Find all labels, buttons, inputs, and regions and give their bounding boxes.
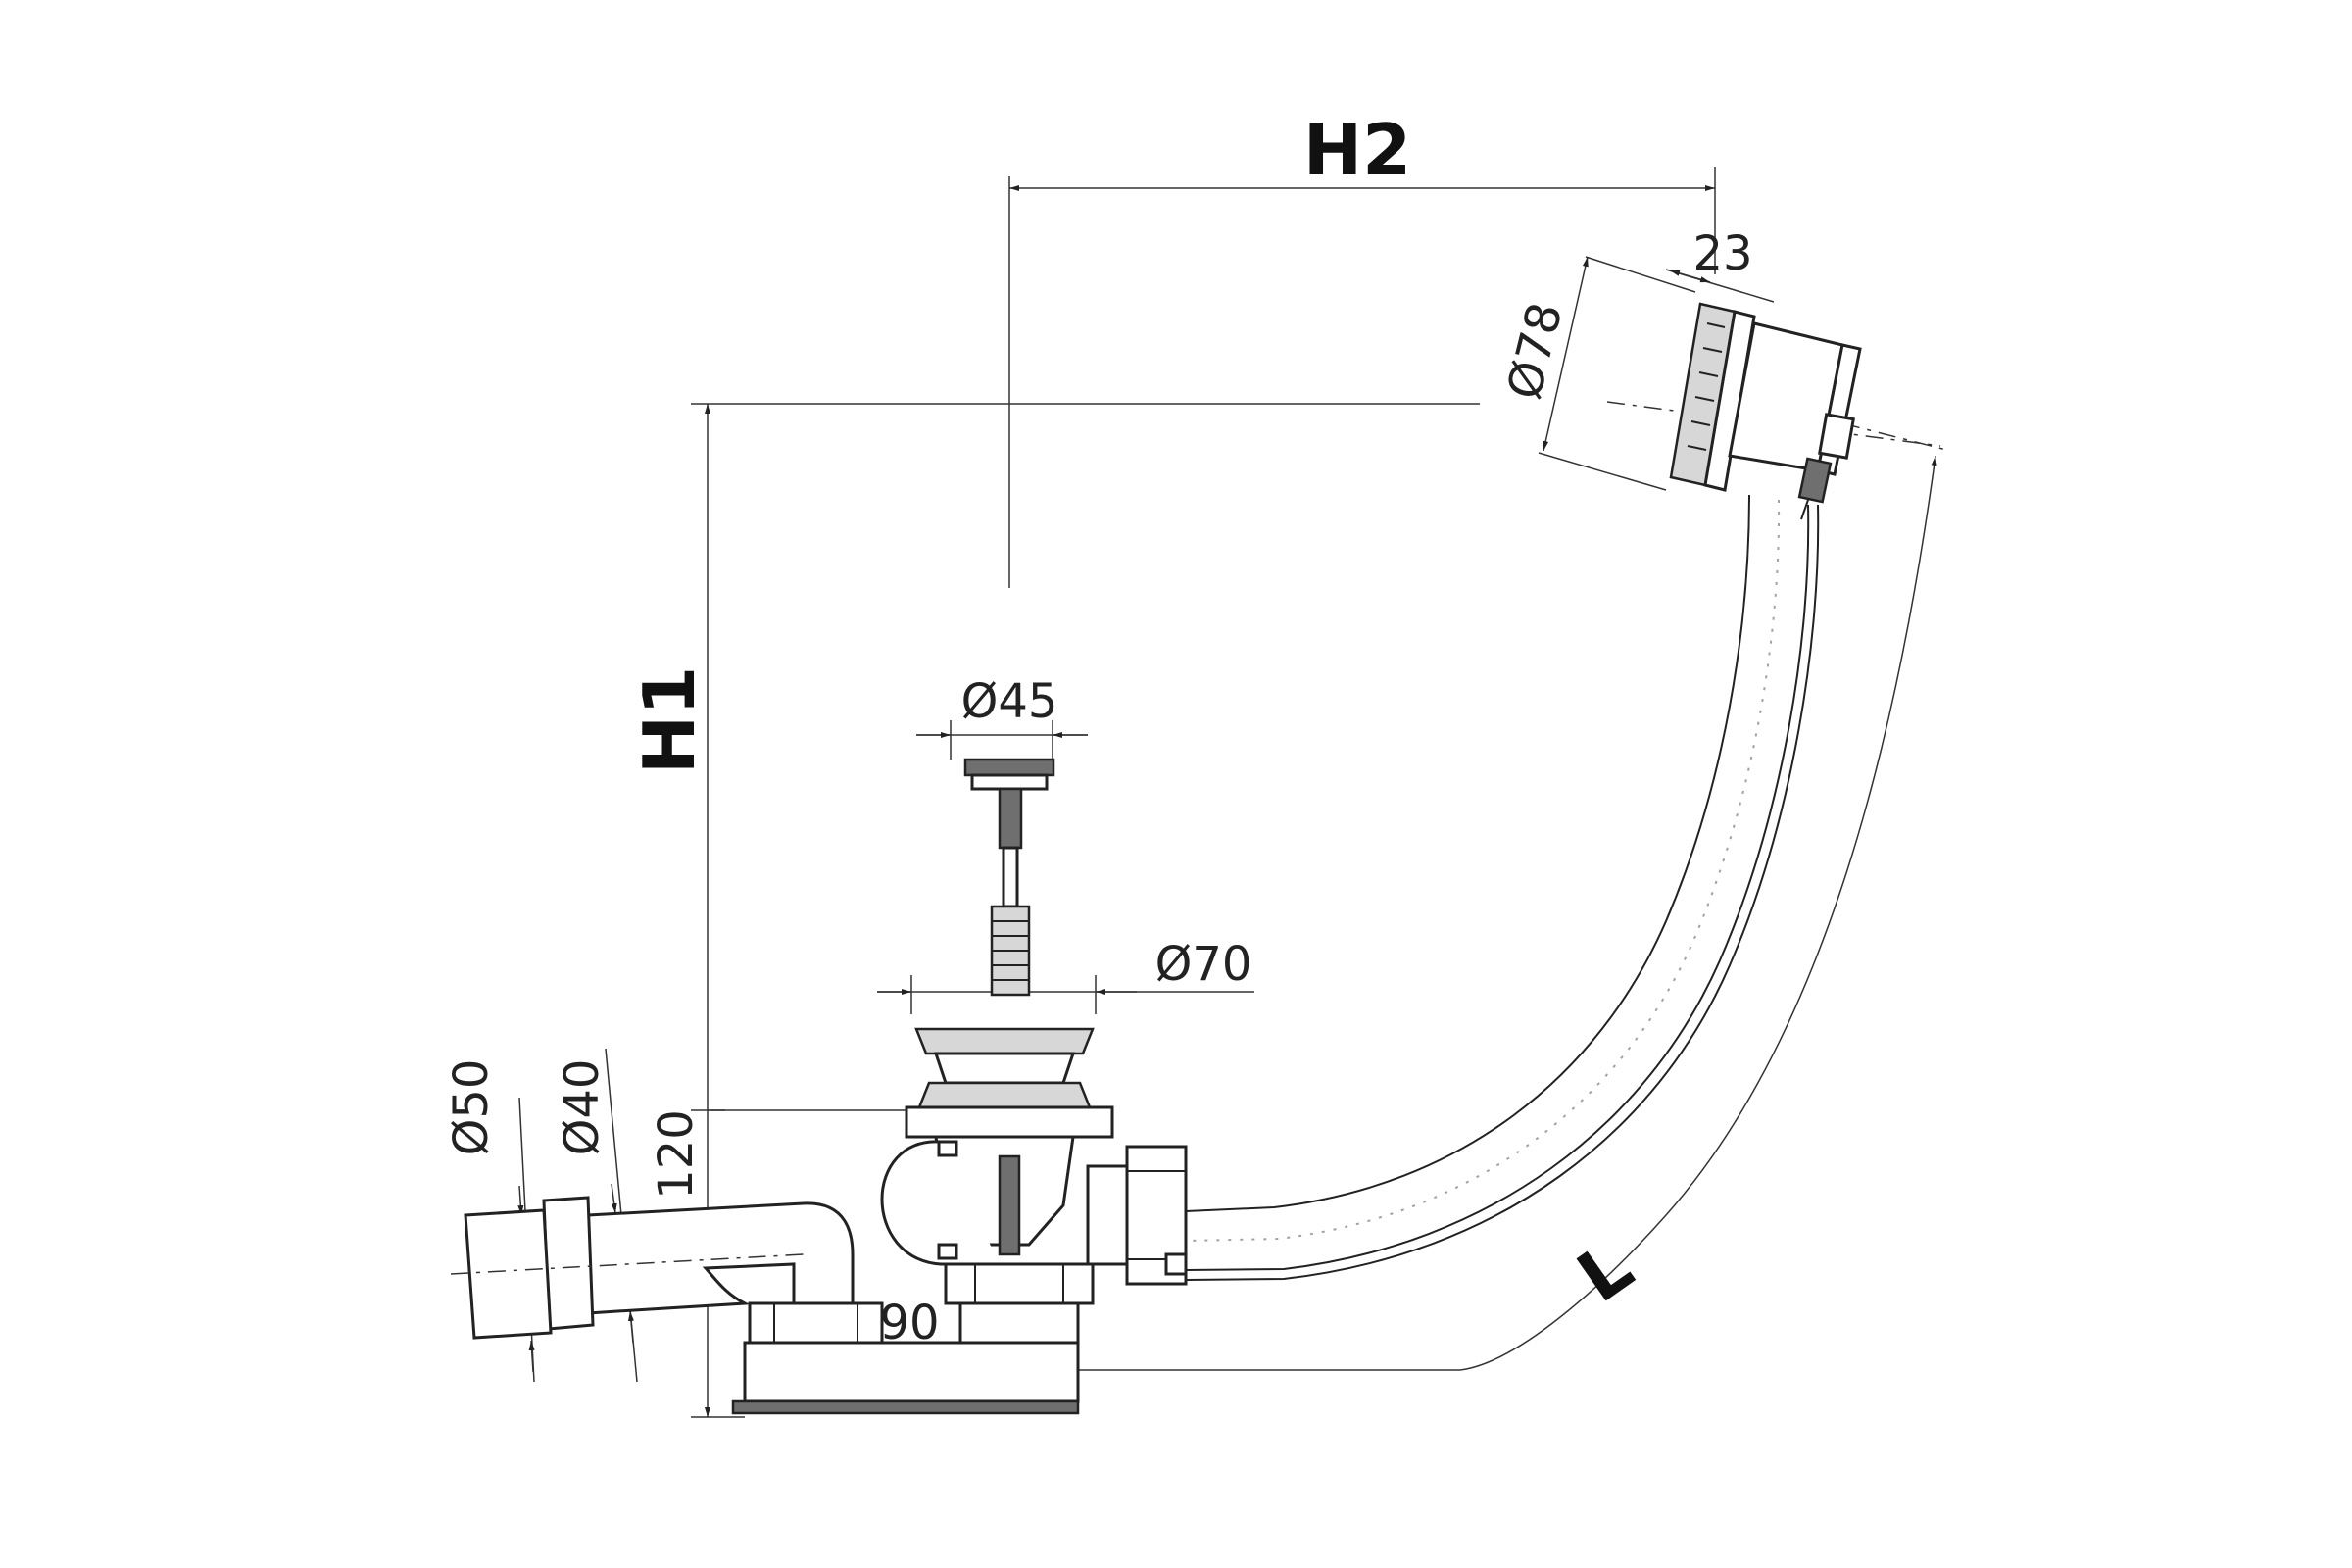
dimension-120: 120 [649,1109,745,1418]
d70-label: Ø70 [1155,937,1252,992]
dimension-d70: Ø70 [877,937,1254,1014]
overflow-head [1606,302,1941,520]
dimension-l: L [1078,422,1951,1371]
dimension-d45: Ø45 [916,674,1088,760]
h1-label: H1 [628,666,710,774]
drain-body [731,1027,1114,1415]
dim-120-label: 120 [649,1109,704,1200]
d50-label: Ø50 [444,1059,499,1156]
dimension-h1: H1 [628,403,1480,1417]
overflow-hose [1185,494,1820,1281]
hose-connector [1086,1145,1188,1286]
dimension-23: 23 [1665,226,1775,303]
d45-label: Ø45 [961,674,1058,729]
d40-label: Ø40 [555,1059,610,1156]
dimension-h2: H2 [1008,109,1716,588]
drain-plug [963,758,1055,997]
h2-label: H2 [1303,109,1411,191]
outlet-pipe [450,1196,884,1345]
d78-label: Ø78 [1496,297,1573,404]
dim-23-label: 23 [1692,226,1752,281]
dimension-d78: Ø78 [1496,256,1696,491]
